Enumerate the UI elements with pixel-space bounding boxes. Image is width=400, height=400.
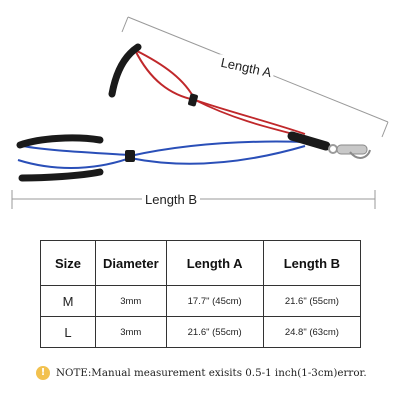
table-row: M 3mm 17.7" (45cm) 21.6" (55cm) xyxy=(39,285,362,317)
cell-length-a: 21.6" (55cm) xyxy=(165,316,264,348)
cell-diameter: 3mm xyxy=(95,285,167,317)
cell-length-b: 24.8" (63cm) xyxy=(262,316,362,348)
blue-loop-stopper xyxy=(125,150,135,162)
measurement-note: ! NOTE:Manual measurement exisits 0.5-1 … xyxy=(36,364,367,382)
grooming-loop-illustration xyxy=(11,16,389,209)
note-text: NOTE:Manual measurement exisits 0.5-1 in… xyxy=(56,367,367,379)
warning-icon: ! xyxy=(36,366,50,380)
size-table-header-row: Size Diameter Length A Length B xyxy=(39,240,362,286)
table-row: L 3mm 21.6" (55cm) 24.8" (63cm) xyxy=(39,316,362,348)
handle-sleeve xyxy=(287,131,331,151)
cell-diameter: 3mm xyxy=(95,316,167,348)
blue-loop-grip-top xyxy=(16,134,104,149)
cell-size: L xyxy=(39,316,97,348)
cell-length-b: 21.6" (55cm) xyxy=(262,285,362,317)
header-size: Size xyxy=(39,240,97,286)
length-b-label: Length B xyxy=(142,192,201,208)
red-loop-stopper xyxy=(188,93,198,107)
header-length-a: Length A xyxy=(165,240,264,286)
cell-size: M xyxy=(39,285,97,317)
cell-length-a: 17.7" (45cm) xyxy=(165,285,264,317)
red-loop-grip xyxy=(108,43,142,98)
header-diameter: Diameter xyxy=(95,240,167,286)
header-length-b: Length B xyxy=(262,240,362,286)
size-table: Size Diameter Length A Length B M 3mm 17… xyxy=(39,240,362,348)
blue-loop-grip-bottom xyxy=(18,168,104,182)
snap-clip xyxy=(328,144,371,159)
blue-loop xyxy=(17,140,306,169)
